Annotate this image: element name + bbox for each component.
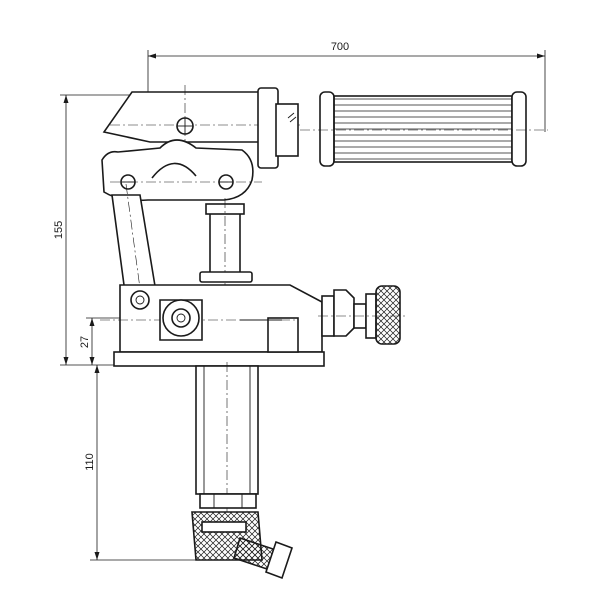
dimension-700: 700: [147, 41, 546, 132]
dim-110-label: 110: [84, 453, 96, 471]
pump-stem: [195, 362, 259, 512]
handle-grip: [300, 91, 548, 167]
connecting-rod: [111, 183, 157, 302]
dim-155-label: 155: [53, 221, 65, 239]
valve-knob: [375, 285, 401, 345]
dimension-110: 110: [84, 365, 230, 561]
plunger: [199, 198, 253, 365]
outlet-fitting: [191, 511, 294, 580]
handle-collar: [257, 87, 299, 169]
rocker-link: [101, 139, 262, 202]
dim-700-label: 700: [331, 41, 349, 53]
handle-arm: [102, 85, 300, 150]
release-valve: [318, 285, 408, 345]
dim-27-label: 27: [79, 336, 91, 348]
pump-body: [100, 284, 325, 367]
suction-port: [159, 299, 203, 341]
dimension-155: 155: [53, 94, 135, 365]
